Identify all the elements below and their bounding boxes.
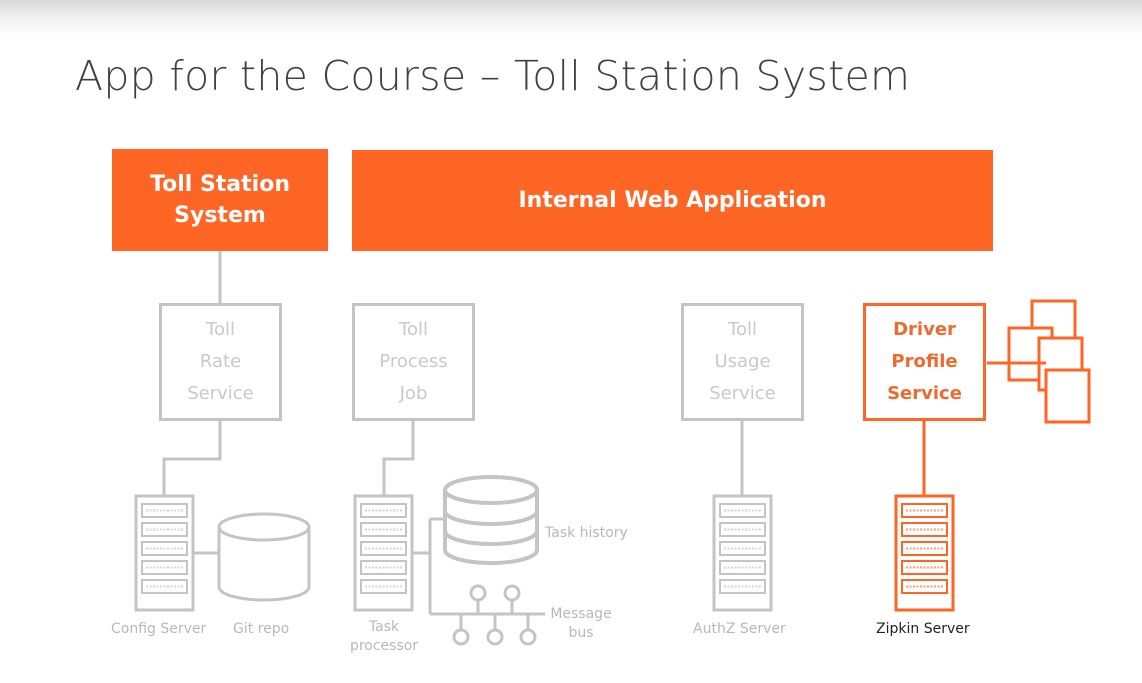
toll-process-job-line-3: Job — [399, 383, 428, 404]
driver-profile-service-line-1: Driver — [893, 319, 956, 340]
task-processor-server-icon — [353, 494, 414, 612]
internal-web-application-label: Internal Web Application — [518, 188, 827, 213]
driver-profile-service-line-2: Profile — [891, 351, 958, 372]
connector-rate-service-to-config-server — [162, 421, 222, 496]
authz-server-icon — [712, 494, 773, 612]
toll-usage-service-line-3: Service — [709, 383, 776, 404]
task-history-label: Task history — [545, 525, 628, 541]
git-repo-label: Git repo — [233, 621, 290, 637]
task-processor-label-line-1: Task — [368, 619, 400, 635]
driver-profile-instances-icon — [987, 299, 1091, 424]
toll-station-system-label-line-1: Toll Station — [150, 172, 290, 197]
task-history-database-icon — [443, 475, 539, 565]
message-bus-label-line-1: Message — [550, 606, 612, 622]
toll-rate-service-box: Toll Rate Service — [159, 303, 282, 421]
message-bus-icon — [452, 584, 537, 646]
toll-usage-service-box: Toll Usage Service — [681, 303, 804, 421]
zipkin-server-icon — [894, 494, 955, 612]
config-server-icon — [134, 494, 195, 612]
zipkin-server-label: Zipkin Server — [876, 621, 970, 637]
connector-process-job-to-task-processor — [382, 421, 415, 496]
driver-profile-service-line-3: Service — [887, 383, 962, 404]
toll-process-job-box: Toll Process Job — [352, 303, 475, 421]
message-bus-label-line-2: bus — [568, 625, 594, 641]
slide-title: App for the Course – Toll Station System — [75, 52, 911, 100]
task-processor-label: Task processor — [338, 618, 430, 656]
toll-process-job-line-2: Process — [379, 351, 448, 372]
toll-rate-service-line-2: Rate — [199, 351, 242, 372]
top-shade — [0, 0, 1142, 36]
authz-server-label: AuthZ Server — [693, 621, 786, 637]
message-bus-label: Message bus — [545, 605, 617, 643]
toll-rate-service-line-1: Toll — [206, 319, 235, 340]
toll-usage-service-line-2: Usage — [714, 351, 771, 372]
toll-rate-service-line-3: Service — [187, 383, 254, 404]
toll-process-job-line-1: Toll — [399, 319, 428, 340]
internal-web-application-box: Internal Web Application — [352, 150, 993, 251]
toll-usage-service-line-1: Toll — [728, 319, 757, 340]
config-server-label: Config Server — [111, 621, 207, 637]
git-repo-database-icon — [217, 512, 311, 602]
driver-profile-service-box: Driver Profile Service — [863, 303, 986, 421]
task-processor-label-line-2: processor — [349, 638, 419, 654]
toll-station-system-label-line-2: System — [174, 203, 266, 228]
toll-station-system-box: Toll Station System — [112, 149, 328, 251]
